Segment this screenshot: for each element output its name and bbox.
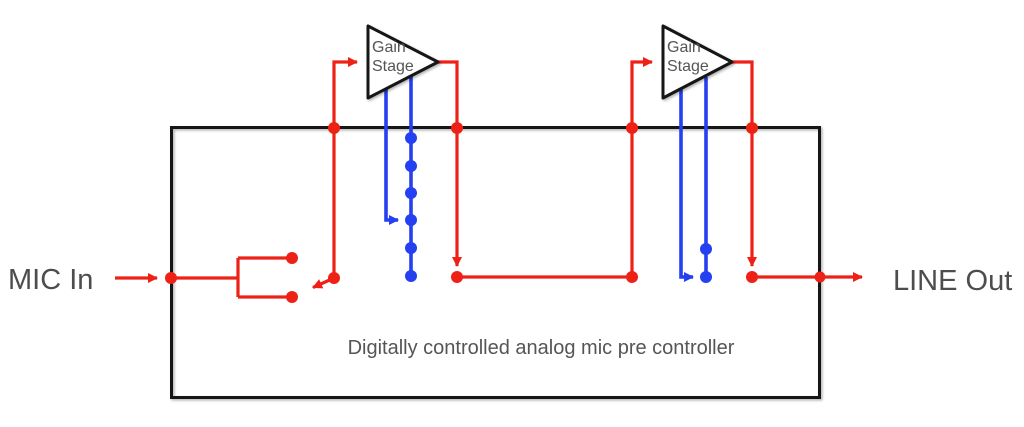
controller-box-title: Digitally controlled analog mic pre cont…	[348, 337, 735, 359]
signal-path-red	[115, 57, 863, 299]
stage2-step-dot-2	[700, 271, 712, 283]
gain-stage-2-label-line2: Stage	[667, 58, 709, 75]
stage1-step-dot-5	[405, 242, 417, 254]
stage1-step-dot-2	[405, 160, 417, 172]
line-out-exit-dot	[814, 271, 826, 283]
mic-in-entry-dot	[165, 272, 177, 284]
control-path-blue	[384, 76, 708, 282]
stage1-input-edge-dot	[328, 122, 340, 134]
mic-in-label: MIC In	[8, 264, 93, 296]
stage2-output-node-dot	[746, 271, 758, 283]
stage2-input-edge-dot	[626, 122, 638, 134]
stage2-output-line	[732, 60, 757, 267]
stage2-control-wiper-line	[679, 88, 694, 282]
stage2-step-dot-1	[700, 243, 712, 255]
stage2-input-node-dot	[626, 271, 638, 283]
gain-stage-2-label-line1: Gain	[667, 39, 701, 56]
switch-bottom-contact-dot	[286, 291, 298, 303]
switch-top-contact-dot	[286, 252, 298, 264]
controller-box	[170, 126, 821, 399]
stage1-output-node-dot	[451, 271, 463, 283]
gain-step-dots	[405, 132, 712, 283]
stage1-input-line	[332, 57, 358, 278]
stage2-output-edge-dot	[746, 122, 758, 134]
signal-junction-dots	[165, 122, 826, 303]
stage1-step-dot-1	[405, 132, 417, 144]
gain-stage-1-triangle	[366, 24, 440, 100]
switch-bracket	[236, 256, 288, 299]
line-out-label: LINE Out	[893, 265, 1012, 297]
switch-common-dot	[328, 272, 340, 284]
gain-stage-1: Gain Stage	[366, 24, 440, 100]
gain-stage-1-label-line1: Gain	[372, 39, 406, 56]
stage1-output-edge-dot	[451, 122, 463, 134]
gain-stage-1-label-line2: Stage	[372, 58, 414, 75]
stage1-step-dot-4	[405, 214, 417, 226]
gain-stage-2: Gain Stage	[661, 24, 734, 100]
stage1-output-line	[438, 60, 462, 267]
stage2-input-line	[630, 57, 653, 277]
stage1-step-dot-3	[405, 187, 417, 199]
gain-stage-2-triangle	[661, 24, 734, 100]
stage1-control-wiper-line	[384, 88, 399, 225]
stage1-step-dot-6	[405, 270, 417, 282]
